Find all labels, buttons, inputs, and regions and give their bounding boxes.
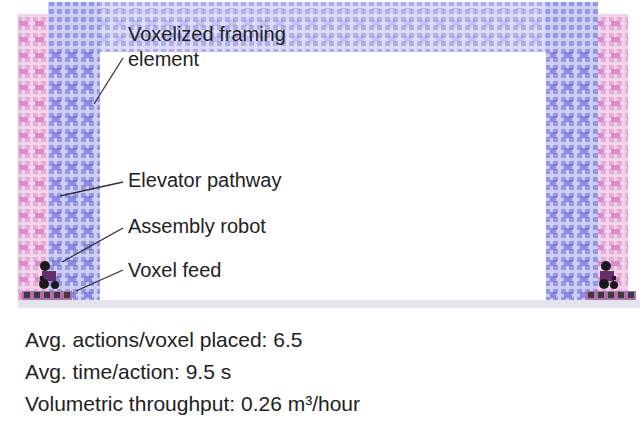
metric-note: Avg. actions/voxel placed: 6.5 [25,327,302,353]
metric-note: Avg. time/action: 9.5 s [25,359,231,385]
voxel-feed [22,291,636,300]
elevator-pathway [18,14,628,300]
part-label: Voxel feed [128,258,221,283]
assembly-robot [599,261,618,289]
part-label: Elevator pathway [128,168,281,193]
ground-plate [18,300,640,308]
part-label: Assembly robot [128,214,266,239]
metric-note: Volumetric throughput: 0.26 m³/hour [25,391,360,417]
voxel-frame [48,2,598,302]
part-label: Voxelized framing element [128,22,306,72]
leader-line [60,58,123,291]
assembly-robot [39,261,59,289]
